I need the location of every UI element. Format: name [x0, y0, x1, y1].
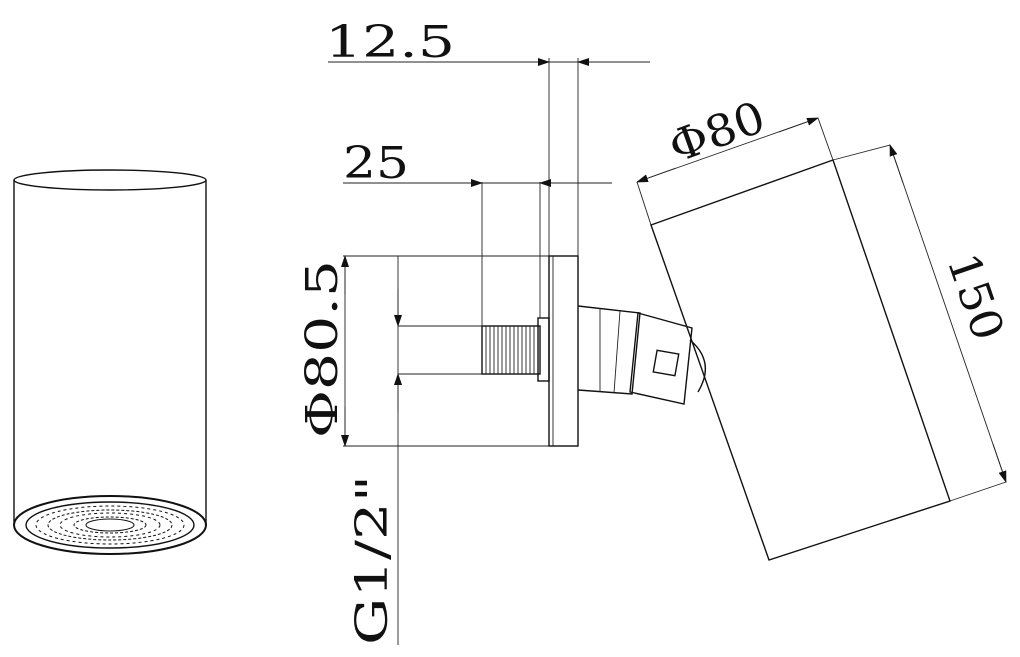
wall-flange	[548, 255, 579, 447]
dimension-flange-diameter	[341, 255, 549, 447]
label-thread-size: G1/2"	[347, 475, 398, 645]
label-12-5: 12.5	[325, 17, 455, 68]
dimension-head-length	[889, 144, 1007, 483]
label-head-diameter: Φ80	[662, 92, 772, 173]
shower-head-side-view	[636, 117, 1007, 561]
label-25: 25	[343, 138, 409, 189]
label-head-length: 150	[937, 247, 1014, 347]
dimension-thread	[394, 256, 482, 645]
shower-head-perspective-view	[13, 169, 207, 555]
dimension-25	[343, 179, 612, 326]
ball-joint-arm	[577, 305, 707, 405]
dimension-head-diameter	[636, 117, 819, 183]
dimension-12-5	[328, 58, 650, 256]
threaded-connector	[481, 317, 550, 382]
spray-nozzles	[35, 505, 185, 545]
label-flange-diameter: Φ80.5	[297, 260, 348, 438]
